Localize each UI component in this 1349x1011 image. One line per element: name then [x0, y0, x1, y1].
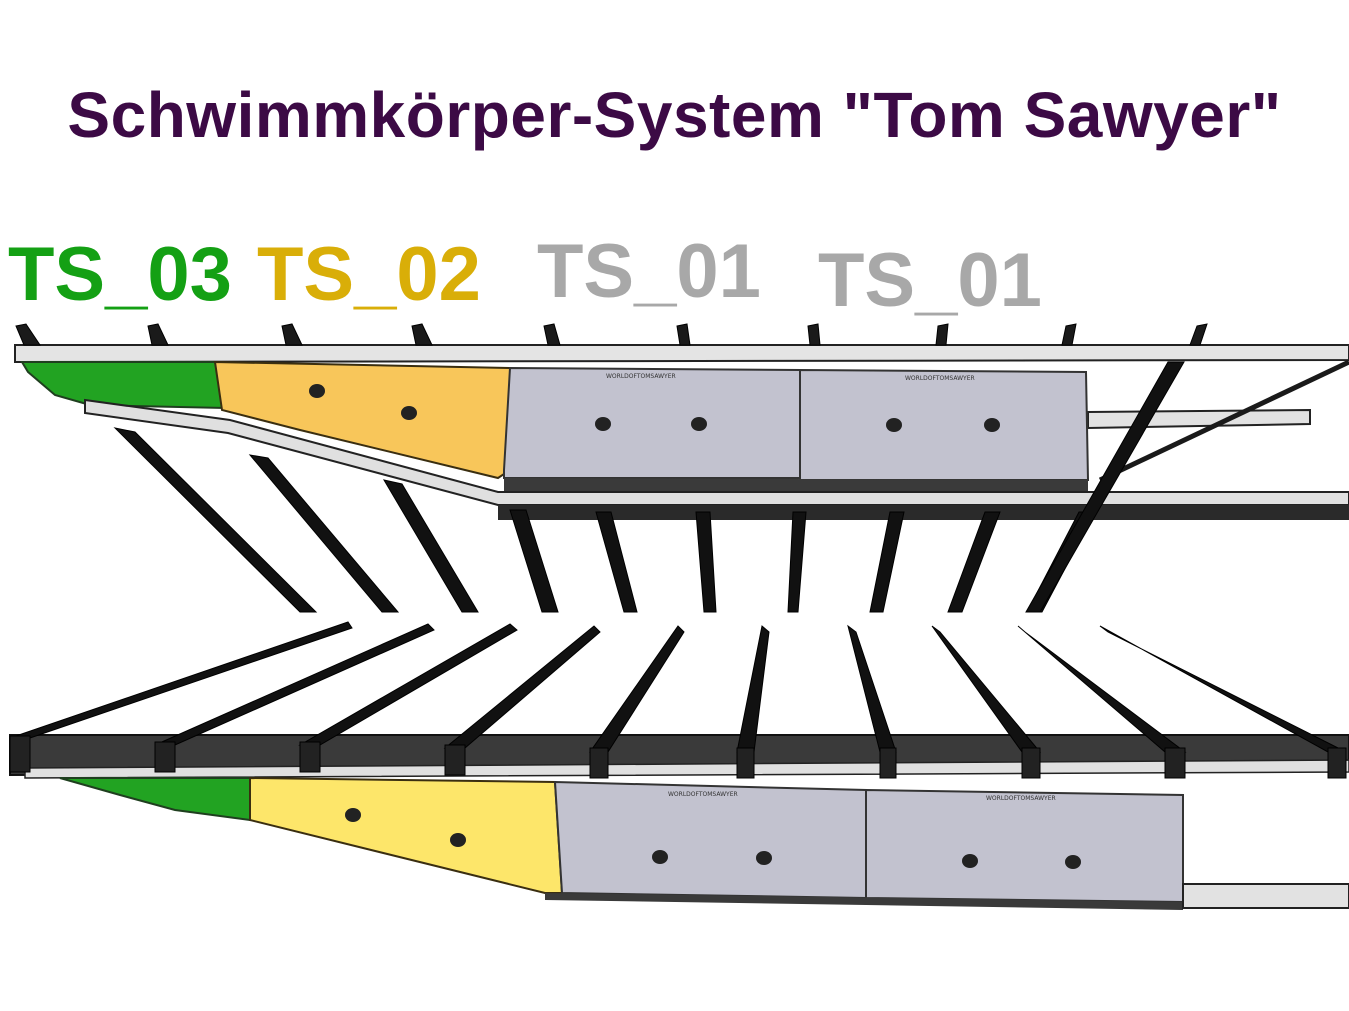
float-ts02-lower — [249, 776, 564, 894]
page-title: Schwimmkörper-System "Tom Sawyer" — [67, 79, 1282, 151]
label-ts-02: TS_02 — [257, 232, 481, 317]
float-ts03-upper — [20, 361, 227, 410]
label-ts-01-second: TS_01 — [818, 238, 1042, 323]
upper-assembly — [14, 323, 1349, 613]
float-ts01-lower-b — [865, 788, 1184, 904]
float-marking: WORLDOFTOMSAWYER — [606, 373, 676, 380]
float-marking: WORLDOFTOMSAWYER — [986, 795, 1056, 802]
float-marking: WORLDOFTOMSAWYER — [905, 375, 975, 382]
float-ts03-lower — [59, 777, 251, 822]
float-ts01-lower-a — [553, 780, 867, 900]
float-ts01-upper-a — [503, 366, 801, 479]
float-marking: WORLDOFTOMSAWYER — [668, 791, 738, 798]
lower-assembly — [9, 621, 1349, 910]
label-ts-01-first: TS_01 — [537, 229, 761, 314]
float-ts01-upper-b — [799, 368, 1090, 481]
label-ts-03: TS_03 — [8, 232, 232, 317]
